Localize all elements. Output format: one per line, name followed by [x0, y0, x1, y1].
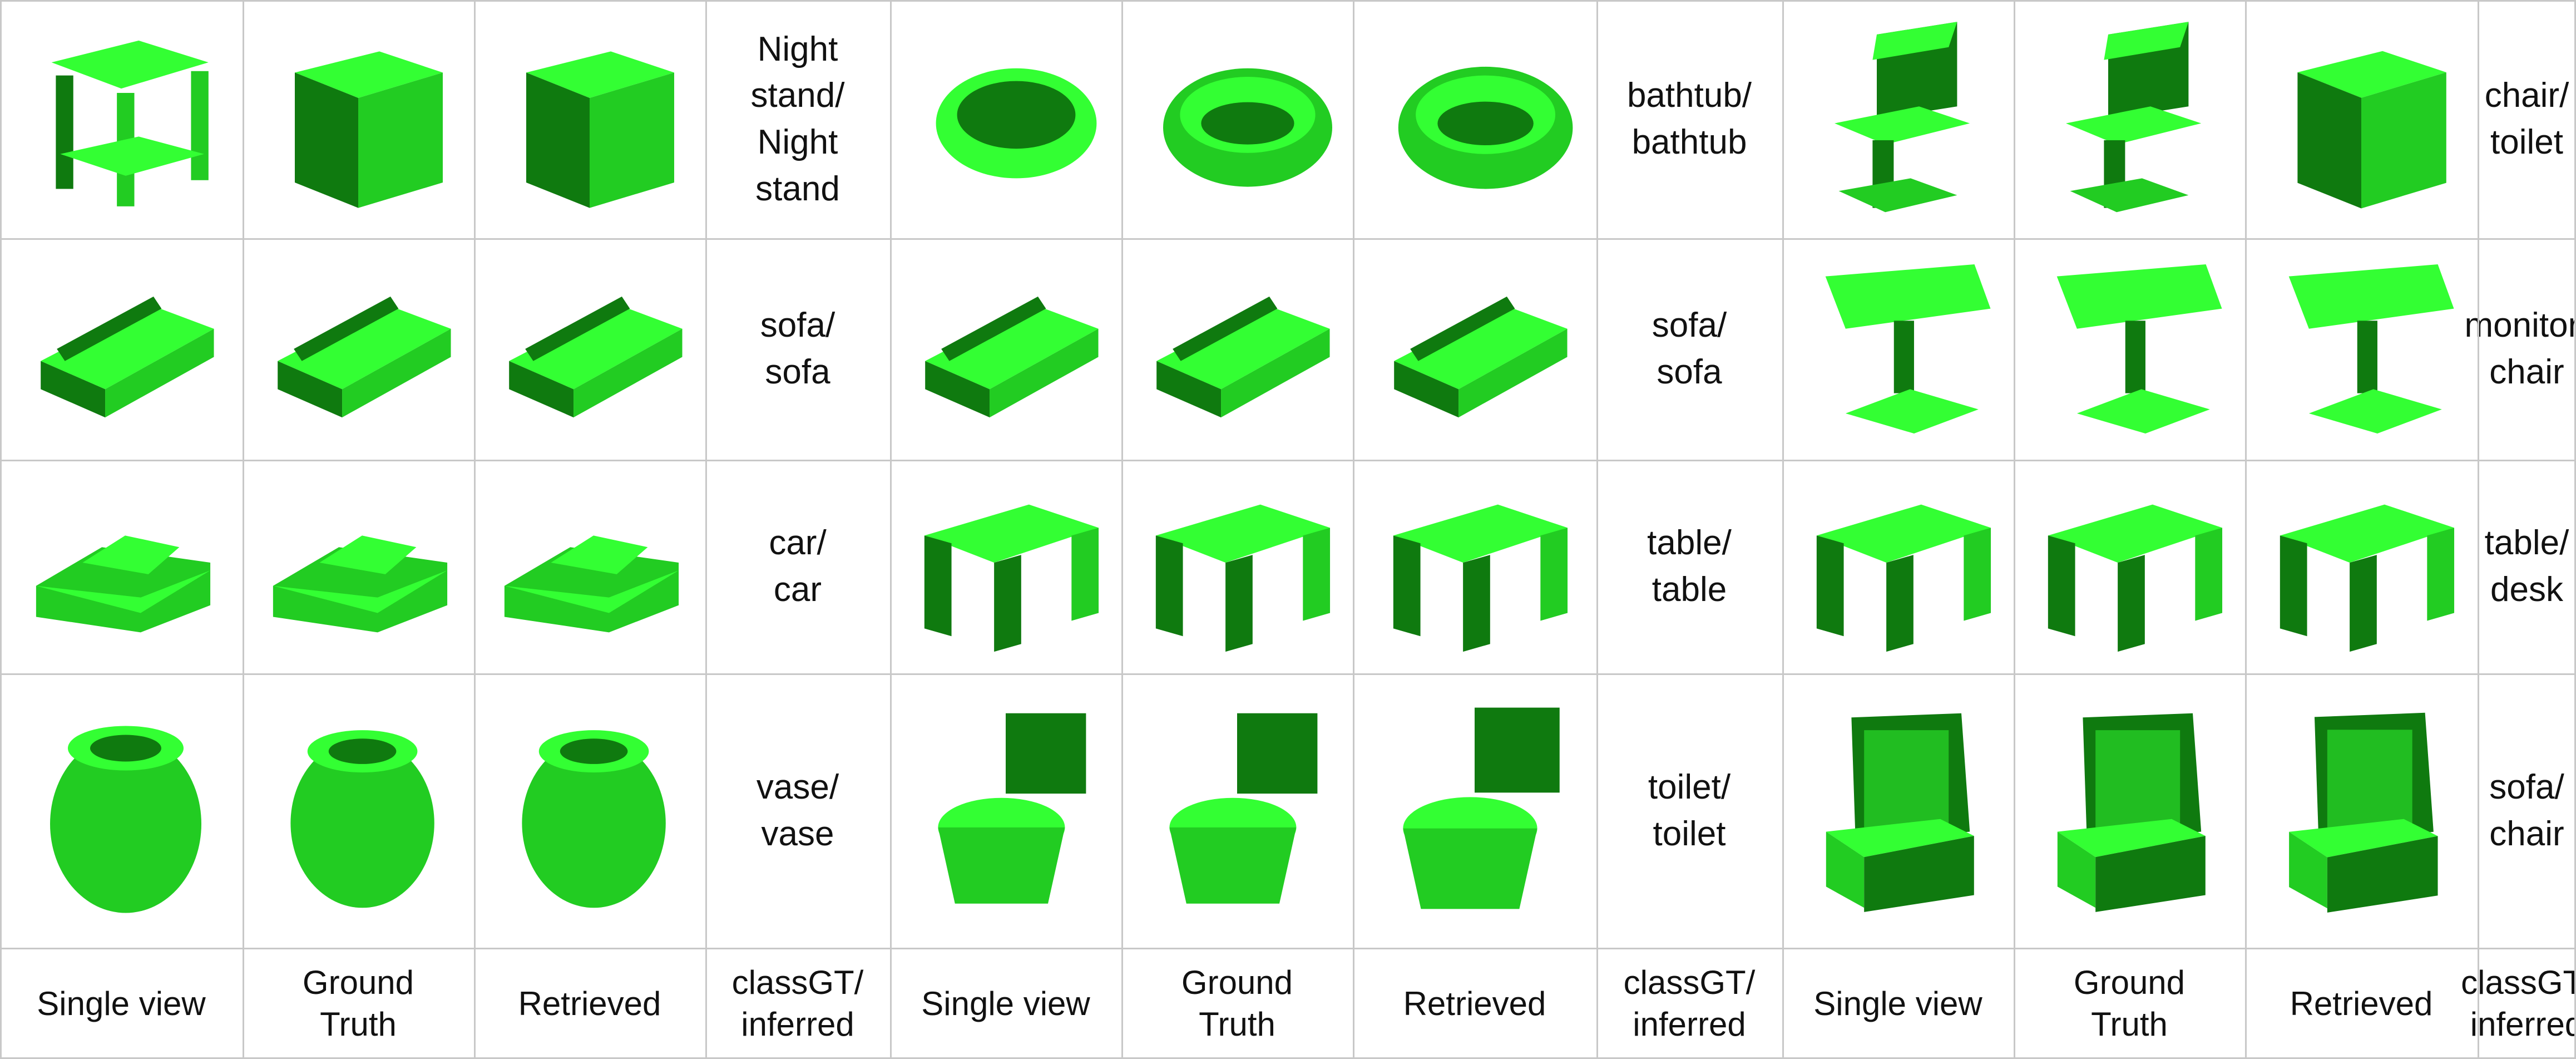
grid-line — [2014, 0, 2015, 1059]
column-header: Ground Truth — [1181, 964, 1293, 1043]
chair-swivel-icon — [2255, 248, 2468, 450]
sofa-partial-icon — [10, 248, 233, 450]
grid-line — [705, 0, 707, 1059]
bathtub-full-icon — [1363, 10, 1586, 228]
column-header: Single view — [37, 984, 206, 1022]
vase-full-icon — [253, 683, 464, 938]
vase-partial-icon — [10, 683, 233, 938]
grid-line — [1782, 0, 1784, 1059]
car-partial-icon — [10, 470, 233, 663]
table-partial-icon — [1792, 470, 2004, 663]
class-label: sofa/ sofa — [760, 306, 835, 391]
class-label: sofa/ chair — [2489, 767, 2564, 853]
grid-line — [2478, 0, 2479, 1059]
grid-line — [2245, 0, 2247, 1059]
grid-line — [0, 673, 2576, 675]
grid-line — [1353, 0, 1354, 1059]
table-full-icon — [1363, 470, 1586, 663]
column-header: Retrieved — [1403, 984, 1546, 1022]
nightstand-partial-icon — [10, 10, 233, 228]
class-label: car/ car — [769, 524, 827, 609]
toilet-full-icon — [1363, 683, 1586, 938]
desk-icon — [2255, 470, 2468, 663]
sofa-full-icon — [253, 248, 464, 450]
class-label: Night stand/ Night stand — [750, 29, 845, 208]
armchair-partial-icon — [1792, 683, 2004, 938]
nightstand-full-icon — [484, 10, 695, 228]
grid-line — [0, 0, 2576, 2]
bathtub-partial-icon — [900, 10, 1111, 228]
vase-full-icon — [484, 683, 695, 938]
toilet-full-icon — [1131, 683, 1343, 938]
column-header: classGT/ inferred — [731, 964, 864, 1043]
grid-line — [0, 238, 2576, 240]
car-full-icon — [253, 470, 464, 663]
class-label: sofa/ sofa — [1652, 306, 1727, 391]
grid-line — [243, 0, 244, 1059]
grid-line — [0, 0, 2, 1059]
class-label: bathtub/ bathtub — [1626, 76, 1752, 161]
grid-line — [1596, 0, 1598, 1059]
nightstand-full-icon — [253, 10, 464, 228]
bathtub-full-icon — [1131, 10, 1343, 228]
column-header: Ground Truth — [302, 964, 414, 1043]
class-label: chair/ toilet — [2484, 76, 2569, 161]
monitor-partial-icon — [1792, 248, 2004, 450]
armchair-full-icon — [2024, 683, 2235, 938]
class-label: monitor/ chair — [2464, 306, 2576, 391]
table-full-icon — [1131, 470, 1343, 663]
armchair-full-icon — [2255, 683, 2468, 938]
class-label: toilet/ toilet — [1648, 767, 1731, 853]
sofa-full-icon — [484, 248, 695, 450]
column-header: classGT/ inferred — [2461, 964, 2576, 1043]
class-label: table/ desk — [2484, 524, 2569, 609]
grid-line — [0, 1057, 2576, 1059]
table-partial-icon — [900, 470, 1111, 663]
column-header: Single view — [1813, 984, 1982, 1022]
car-full-icon — [484, 470, 695, 663]
grid-line — [1121, 0, 1123, 1059]
grid-line — [2574, 0, 2576, 1059]
column-header: classGT/ inferred — [1623, 964, 1756, 1043]
grid-line — [890, 0, 892, 1059]
toilet-partial-icon — [900, 683, 1111, 938]
toilet-box-icon — [2255, 10, 2468, 228]
column-header: Retrieved — [2290, 984, 2433, 1022]
grid-line — [474, 0, 476, 1059]
class-label: vase/ vase — [756, 767, 839, 853]
grid-line — [0, 460, 2576, 461]
table-full-icon — [2024, 470, 2235, 663]
chair-partial-icon — [1792, 10, 2004, 228]
column-header: Retrieved — [518, 984, 661, 1022]
grid-line — [0, 948, 2576, 949]
sofa-full-icon — [1131, 248, 1343, 450]
class-label: table/ table — [1647, 524, 1732, 609]
column-header: Single view — [921, 984, 1090, 1022]
chair-full-icon — [2024, 10, 2235, 228]
sofa-full-icon — [1363, 248, 1586, 450]
monitor-full-icon — [2024, 248, 2235, 450]
column-header: Ground Truth — [2073, 964, 2186, 1043]
sofa-partial-icon — [900, 248, 1111, 450]
